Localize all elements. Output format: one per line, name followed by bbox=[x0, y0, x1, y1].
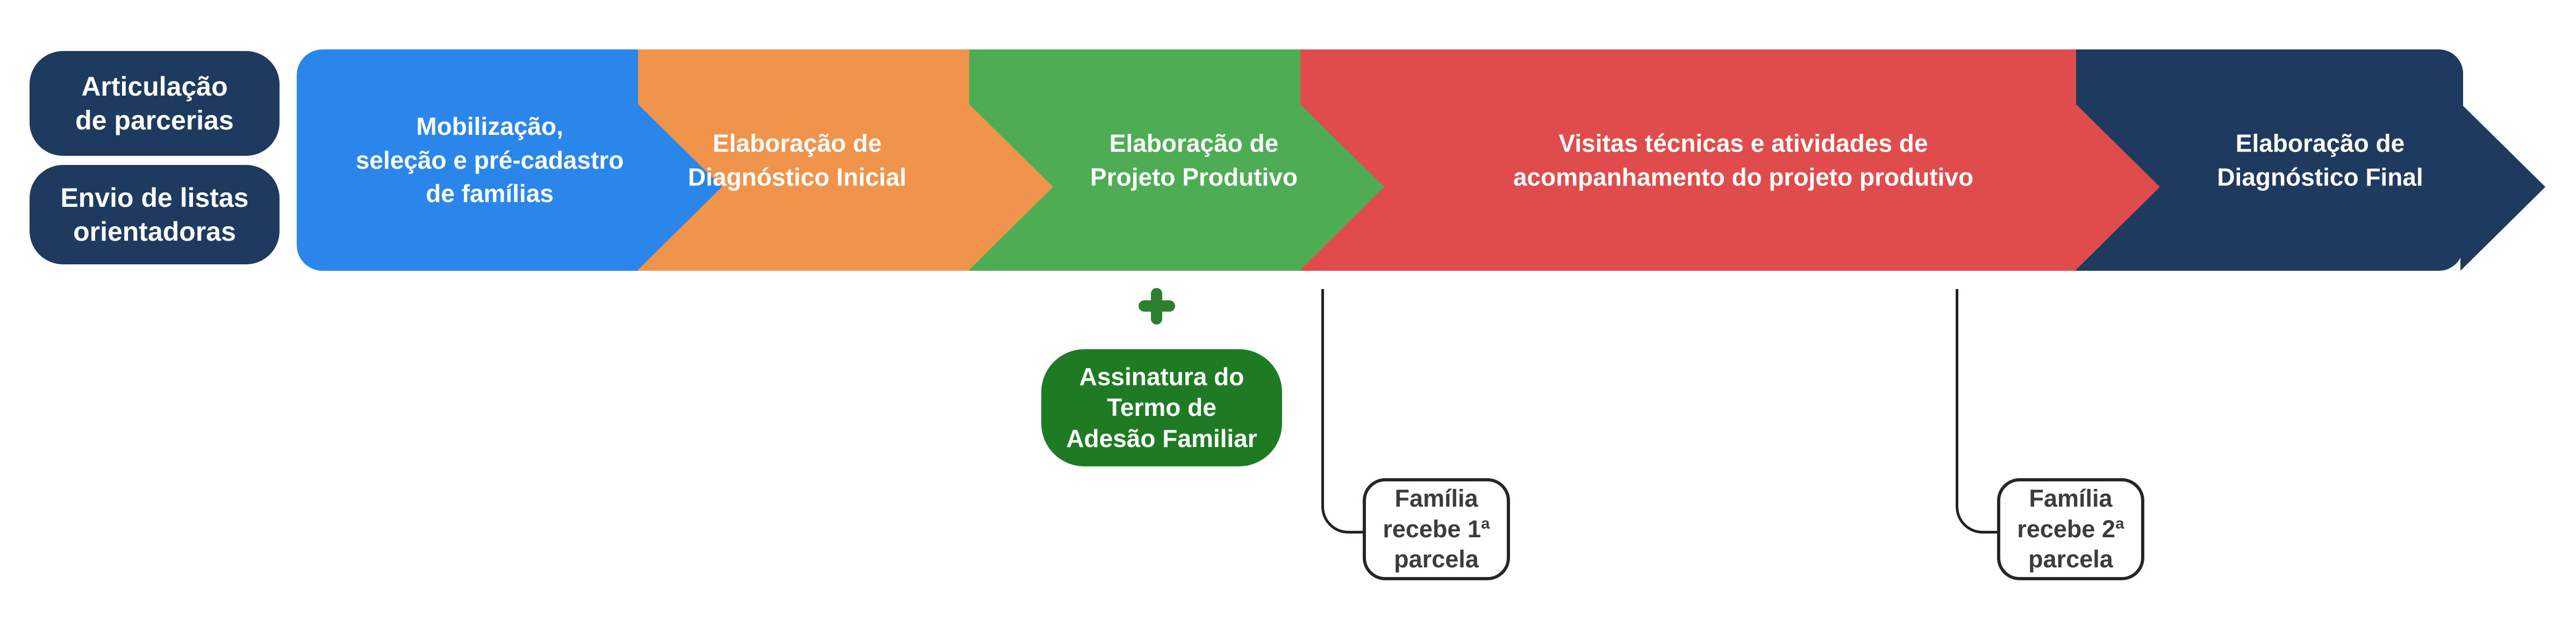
plus-icon bbox=[1138, 287, 1176, 325]
adhesion-term-box: Assinatura do Termo de Adesão Familiar bbox=[1041, 349, 1282, 466]
payout-first-installment-label: Família recebe 1ª parcela bbox=[1383, 484, 1490, 573]
stage-label-projeto-produtivo: Elaboração de Projeto Produtivo bbox=[1090, 129, 1298, 191]
stage-diagnostico-final bbox=[2076, 49, 2463, 271]
stage-visitas-tecnicas bbox=[1300, 49, 2076, 271]
payout-second-installment-box: Família recebe 2ª parcela bbox=[1997, 478, 2144, 580]
arrow-tip-diagnostico-final bbox=[2460, 103, 2545, 271]
stage-label-diagnostico-final: Elaboração de Diagnóstico Final bbox=[2217, 129, 2423, 191]
payout-second-installment-label: Família recebe 2ª parcela bbox=[2017, 484, 2124, 573]
stage-label-diagnostico-inicial: Elaboração de Diagnóstico Inicial bbox=[688, 129, 907, 191]
stage-mobilizacao bbox=[297, 49, 638, 271]
prestep-articulacao-box: Articulação de parcerias bbox=[30, 51, 280, 156]
prestep-articulacao-label: Articulação de parcerias bbox=[75, 71, 234, 135]
plus-icon-bar bbox=[1151, 288, 1162, 325]
prestep-envio-listas-box: Envio de listas orientadoras bbox=[30, 165, 280, 264]
stage-label-mobilizacao: Mobilização, seleção e pré-cadastro de f… bbox=[355, 112, 624, 208]
connector-line-first-installment bbox=[1321, 289, 1365, 534]
stage-label-visitas-tecnicas: Visitas técnicas e atividades de acompan… bbox=[1513, 129, 1974, 191]
payout-first-installment-box: Família recebe 1ª parcela bbox=[1363, 478, 1510, 580]
prestep-envio-listas-label: Envio de listas orientadoras bbox=[60, 182, 249, 247]
connector-line-second-installment bbox=[1956, 289, 2000, 534]
adhesion-term-label: Assinatura do Termo de Adesão Familiar bbox=[1066, 363, 1257, 452]
